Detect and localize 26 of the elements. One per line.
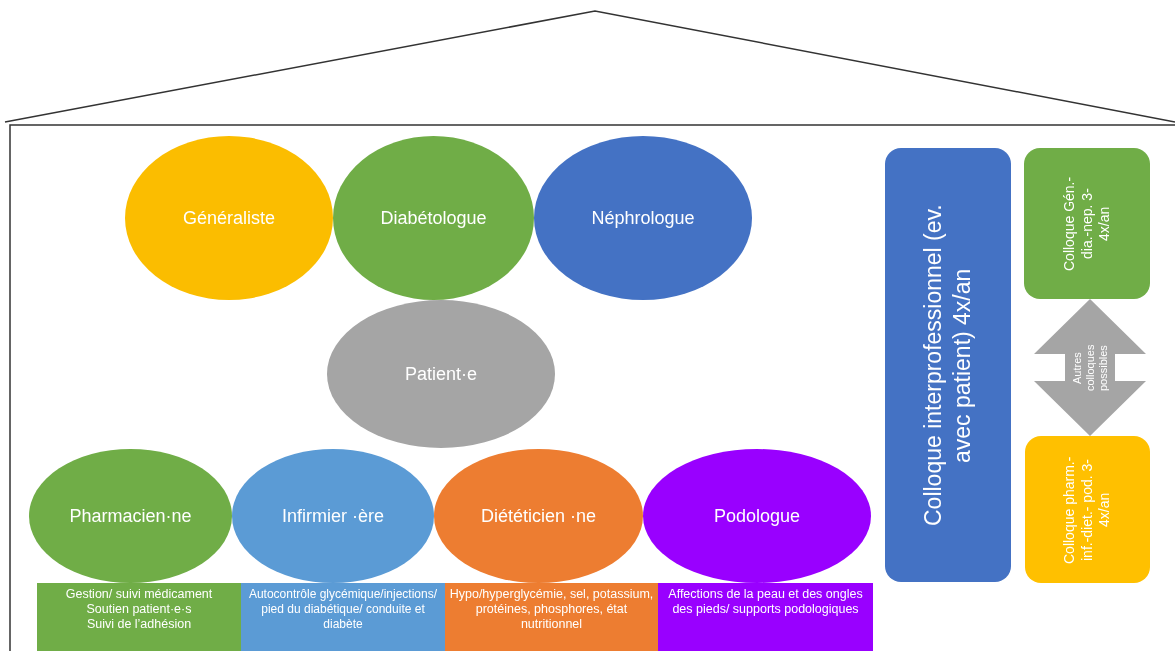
node-text: Pharmacien·ne	[68, 504, 193, 528]
node-text: Infirmier ·ère	[281, 504, 385, 528]
node-text: Colloque Gén.-dia.-nep. 3-4x/an	[1060, 175, 1113, 273]
node-text: Podologue	[712, 504, 802, 528]
node-text: Diététicien ·ne	[479, 504, 598, 528]
node-text: Néphrologue	[590, 206, 696, 230]
double-arrow	[1034, 299, 1146, 436]
node-text: Diabétologue	[379, 206, 488, 230]
colloquium-box	[1024, 148, 1150, 299]
node-text: Autocontrôle glycémique/injections/ pied du diabétique/ conduite et diabète	[247, 587, 439, 632]
node-text: Hypo/hyperglycémie, sel, potassium, protéines, phosphores, état nutritionnel	[448, 587, 655, 632]
node-text: Soutien patient·e·s	[85, 602, 193, 617]
colloquium-box	[885, 148, 1011, 582]
task-box	[241, 583, 445, 651]
task-box	[445, 583, 658, 651]
node-text: Colloque pharm.-inf.-diet.- pod. 3-4x/an	[1061, 454, 1114, 566]
task-box	[37, 583, 241, 651]
edge-label: Autres colloques possibles	[1069, 343, 1110, 393]
node-text: Gestion/ suivi médicament	[64, 587, 214, 602]
node-text: Suivi de l’adhésion	[85, 617, 193, 632]
node-text: Colloque interprofessionnel (ev. avec patient) 4x/an	[919, 203, 976, 528]
colloquium-box	[1025, 436, 1150, 583]
node-text: Affections de la peau et des ongles des pieds/ supports podologiques	[667, 587, 864, 617]
node-text: Généraliste	[181, 206, 277, 230]
node-text: Patient·e	[403, 362, 478, 386]
task-box	[658, 583, 873, 651]
